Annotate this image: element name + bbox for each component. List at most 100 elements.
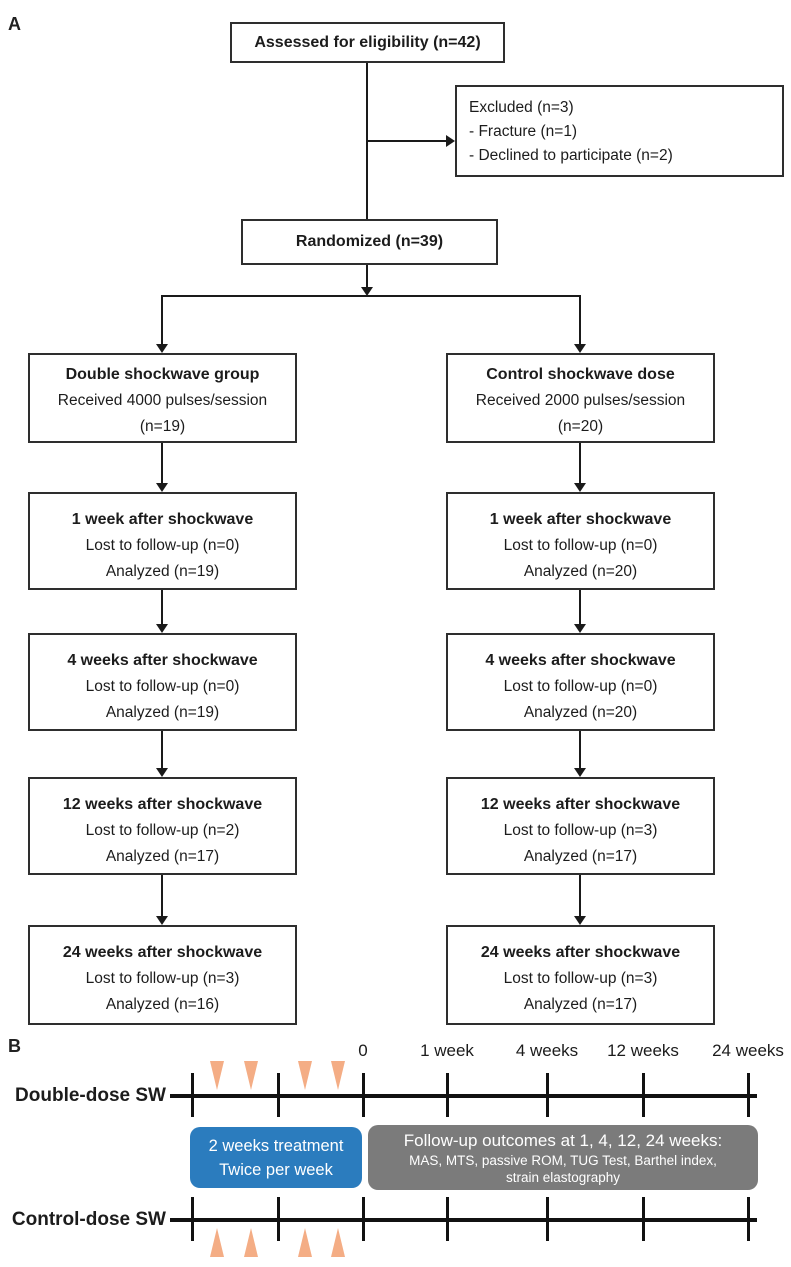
fu-r4-analyzed: Analyzed (n=17) [523, 996, 638, 1013]
arrowhead-l2 [156, 624, 168, 633]
time-label-12wk: 12 weeks [607, 1041, 679, 1060]
tick-c7 [747, 1197, 750, 1241]
session-marker-icon [244, 1228, 258, 1257]
fu-l1-analyzed: Analyzed (n=19) [105, 563, 220, 580]
session-marker-icon [331, 1228, 345, 1257]
treatment-box: 2 weeks treatment Twice per week [190, 1127, 362, 1188]
arrowhead-right-group [574, 344, 586, 353]
followup-box-left-12wk: 12 weeks after shockwave Lost to follow-… [28, 777, 297, 875]
arrowhead-r1 [574, 483, 586, 492]
fu-r2-lost: Lost to follow-up (n=0) [503, 678, 658, 695]
fu-r2-title: 4 weeks after shockwave [485, 652, 676, 669]
followup-box-right-1wk: 1 week after shockwave Lost to follow-up… [446, 492, 715, 590]
group-box-control: Control shockwave dose Received 2000 pul… [446, 353, 715, 443]
assessed-text: Assessed for eligibility (n=42) [254, 34, 481, 51]
connector-r1 [579, 443, 581, 484]
tick-d7 [747, 1073, 750, 1117]
session-marker-icon [331, 1061, 345, 1090]
randomized-text: Randomized (n=39) [295, 233, 444, 250]
tick-c3 [362, 1197, 365, 1241]
excluded-line1: Excluded (n=3) [469, 99, 574, 116]
fu-l2-analyzed: Analyzed (n=19) [105, 704, 220, 721]
followup-outcomes-line2: MAS, MTS, passive ROM, TUG Test, Barthel… [409, 1152, 717, 1168]
randomized-box: Randomized (n=39) [241, 219, 498, 265]
followup-box-left-24wk: 24 weeks after shockwave Lost to follow-… [28, 925, 297, 1025]
arrowhead-r3 [574, 768, 586, 777]
connector-split-left [161, 295, 163, 345]
fu-r3-title: 12 weeks after shockwave [480, 796, 681, 813]
fu-l3-title: 12 weeks after shockwave [62, 796, 263, 813]
arrowhead-r4 [574, 916, 586, 925]
fu-l3-lost: Lost to follow-up (n=2) [85, 822, 240, 839]
connector-r2 [579, 590, 581, 625]
session-marker-icon [210, 1228, 224, 1257]
group-double-line2: Received 4000 pulses/session [57, 392, 268, 409]
connector-l4 [161, 875, 163, 917]
arrowhead-split [361, 287, 373, 296]
arrowhead-r2 [574, 624, 586, 633]
tick-d3 [362, 1073, 365, 1117]
connector-randomized-split [366, 265, 368, 288]
tick-d2 [277, 1073, 280, 1117]
group-control-line3: (n=20) [557, 418, 604, 435]
tick-d6 [642, 1073, 645, 1117]
connector-r3 [579, 731, 581, 769]
followup-box-right-24wk: 24 weeks after shockwave Lost to follow-… [446, 925, 715, 1025]
tick-d5 [546, 1073, 549, 1117]
fu-r1-title: 1 week after shockwave [489, 511, 672, 528]
fu-l2-title: 4 weeks after shockwave [67, 652, 258, 669]
session-marker-icon [298, 1228, 312, 1257]
time-label-4wk: 4 weeks [515, 1041, 579, 1060]
tick-d4 [446, 1073, 449, 1117]
connector-l1 [161, 443, 163, 484]
fu-l2-lost: Lost to follow-up (n=0) [85, 678, 240, 695]
followup-box-right-4wk: 4 weeks after shockwave Lost to follow-u… [446, 633, 715, 731]
followup-outcomes-box: Follow-up outcomes at 1, 4, 12, 24 weeks… [368, 1125, 758, 1190]
fu-l3-analyzed: Analyzed (n=17) [105, 848, 220, 865]
arrowhead-l1 [156, 483, 168, 492]
timeline-control-line [170, 1218, 757, 1222]
panel-b-label: B [8, 1036, 21, 1056]
tick-c5 [546, 1197, 549, 1241]
arrowhead-l3 [156, 768, 168, 777]
followup-box-left-1wk: 1 week after shockwave Lost to follow-up… [28, 492, 297, 590]
group-control-line2: Received 2000 pulses/session [475, 392, 686, 409]
connector-r4 [579, 875, 581, 917]
session-marker-icon [210, 1061, 224, 1090]
followup-box-left-4wk: 4 weeks after shockwave Lost to follow-u… [28, 633, 297, 731]
followup-outcomes-line3: strain elastography [505, 1169, 621, 1185]
connector-split-right [579, 295, 581, 345]
timeline-double-label: Double-dose SW [15, 1085, 166, 1106]
session-marker-icon [244, 1061, 258, 1090]
session-marker-icon [298, 1061, 312, 1090]
fu-l1-lost: Lost to follow-up (n=0) [85, 537, 240, 554]
group-double-line3: (n=19) [139, 418, 186, 435]
tick-d1 [191, 1073, 194, 1117]
excluded-line2: - Fracture (n=1) [469, 123, 578, 140]
group-control-title: Control shockwave dose [486, 366, 675, 383]
time-label-1wk: 1 week [420, 1041, 474, 1060]
fu-r4-lost: Lost to follow-up (n=3) [503, 970, 658, 987]
fu-l4-lost: Lost to follow-up (n=3) [85, 970, 240, 987]
time-label-0: 0 [358, 1041, 368, 1060]
followup-outcomes-line1: Follow-up outcomes at 1, 4, 12, 24 weeks… [403, 1130, 723, 1150]
panel-a-label: A [8, 14, 21, 34]
treatment-line1: 2 weeks treatment [208, 1136, 344, 1155]
fu-r2-analyzed: Analyzed (n=20) [523, 704, 638, 721]
group-double-title: Double shockwave group [65, 366, 260, 383]
arrowhead-excluded [446, 135, 455, 147]
excluded-box: Excluded (n=3) - Fracture (n=1) - Declin… [455, 85, 784, 177]
fu-r4-title: 24 weeks after shockwave [480, 944, 681, 961]
tick-c2 [277, 1197, 280, 1241]
fu-r1-lost: Lost to follow-up (n=0) [503, 537, 658, 554]
fu-r3-lost: Lost to follow-up (n=3) [503, 822, 658, 839]
connector-to-excluded [366, 140, 446, 142]
tick-c1 [191, 1197, 194, 1241]
fu-r3-analyzed: Analyzed (n=17) [523, 848, 638, 865]
timeline-double-line [170, 1094, 757, 1098]
tick-c6 [642, 1197, 645, 1241]
time-label-24wk: 24 weeks [712, 1041, 784, 1060]
arrowhead-left-group [156, 344, 168, 353]
arrowhead-l4 [156, 916, 168, 925]
